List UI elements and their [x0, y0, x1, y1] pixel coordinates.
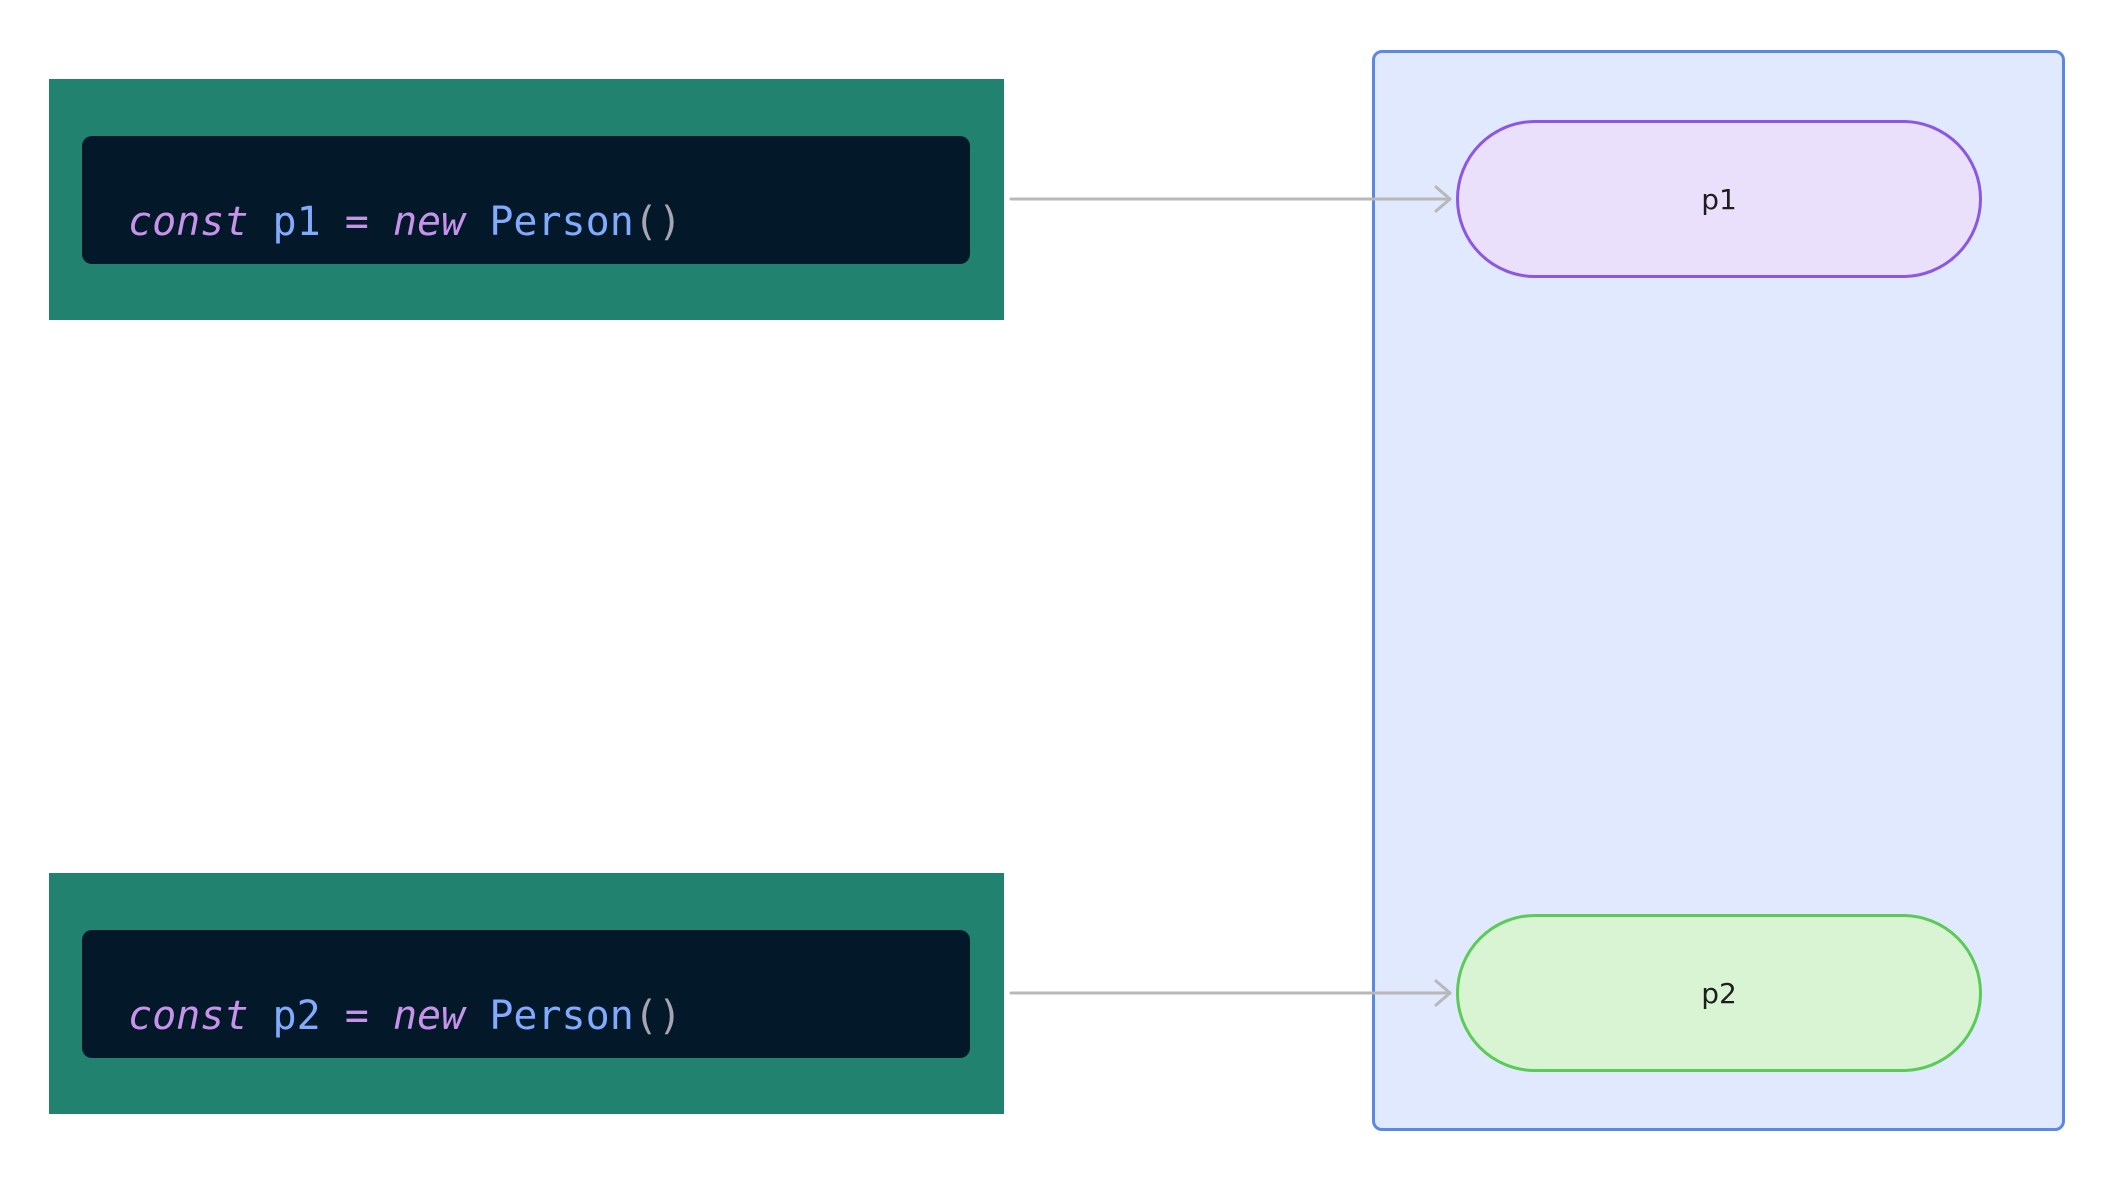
code-block-p1: const p1 = new Person(): [82, 136, 970, 264]
object-label-p2: p2: [1701, 976, 1737, 1010]
code-card-p1: const p1 = new Person(): [49, 79, 1004, 320]
object-label-p1: p1: [1701, 182, 1737, 216]
keyword-new: new: [392, 993, 466, 1039]
code-card-p2: const p2 = new Person(): [49, 873, 1004, 1114]
keyword-const: const: [128, 199, 249, 245]
assignment-operator: =: [344, 993, 369, 1039]
variable-name: p1: [272, 199, 321, 245]
parentheses: (): [633, 199, 682, 245]
parentheses: (): [633, 993, 682, 1039]
assignment-operator: =: [344, 199, 369, 245]
code-line-p1: const p1 = new Person(): [128, 202, 682, 264]
class-name: Person: [489, 199, 634, 245]
keyword-const: const: [128, 993, 249, 1039]
code-block-p2: const p2 = new Person(): [82, 930, 970, 1058]
object-node-p2: p2: [1456, 914, 1982, 1072]
keyword-new: new: [392, 199, 466, 245]
class-name: Person: [489, 993, 634, 1039]
code-line-p2: const p2 = new Person(): [128, 996, 682, 1058]
variable-name: p2: [272, 993, 321, 1039]
object-node-p1: p1: [1456, 120, 1982, 278]
